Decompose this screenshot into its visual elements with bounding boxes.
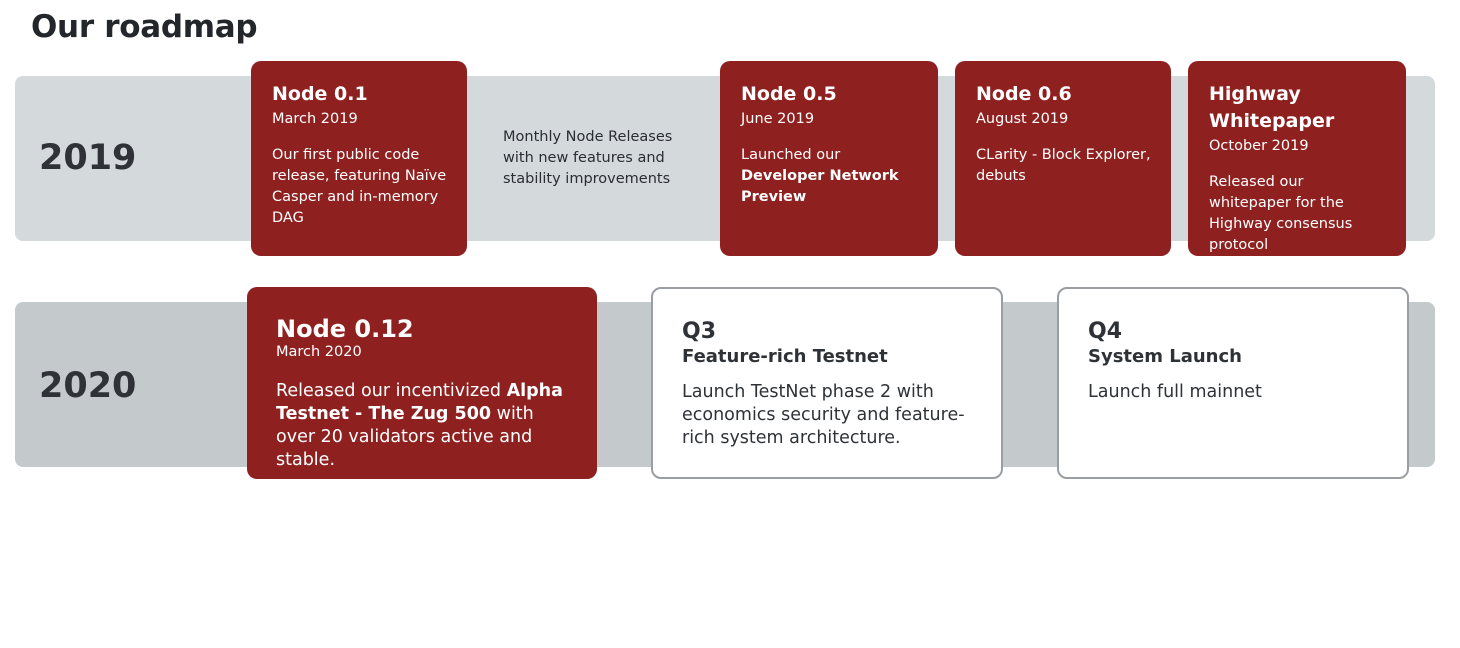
milestone-description-text: Released our incentivized: [276, 381, 507, 401]
milestone-description: Released our incentivized Alpha Testnet …: [276, 380, 577, 472]
year-label-2019: 2019: [39, 138, 137, 178]
milestone-date: August 2019: [976, 111, 1069, 127]
milestone-description: Released our whitepaper for the Highway …: [1209, 174, 1353, 253]
milestone-title: Feature-rich Testnet: [682, 346, 888, 367]
milestone-card-node-0-6: Node 0.6 August 2019 CLarity - Block Exp…: [955, 61, 1171, 256]
milestone-description: Launch TestNet phase 2 with economics se…: [682, 382, 965, 448]
milestone-title: Node 0.1: [272, 83, 368, 105]
milestone-title: Node 0.6: [976, 83, 1072, 105]
year-label-2020: 2020: [39, 366, 137, 406]
milestone-date: March 2020: [276, 344, 362, 360]
milestone-title: Highway Whitepaper: [1209, 83, 1335, 132]
milestone-date: June 2019: [741, 111, 815, 127]
milestone-description: Launch full mainnet: [1088, 382, 1262, 402]
milestone-card-node-0-5: Node 0.5 June 2019 Launched our Develope…: [720, 61, 938, 256]
milestone-title: Node 0.12: [276, 315, 414, 343]
milestone-date: March 2019: [272, 111, 358, 127]
milestone-description-text: with over 20 validators active and stabl…: [276, 404, 534, 470]
milestone-date: October 2019: [1209, 138, 1309, 154]
milestone-card-node-0-12: Node 0.12 March 2020 Released our incent…: [247, 287, 597, 479]
milestone-description: Launched our Developer Network Preview: [741, 145, 920, 208]
milestone-description-highlight: Alpha Testnet - The Zug 500: [276, 381, 563, 424]
page-title: Our roadmap: [31, 9, 258, 45]
milestone-card-q4: Q4 System Launch Launch full mainnet: [1057, 287, 1409, 479]
milestone-card-highway-whitepaper: Highway Whitepaper October 2019 Released…: [1188, 61, 1406, 256]
monthly-releases-note: Monthly Node Releases with new features …: [503, 129, 673, 187]
milestone-title: Node 0.5: [741, 83, 837, 105]
milestone-quarter: Q4: [1088, 319, 1123, 344]
milestone-description: Our first public code release, featuring…: [272, 147, 447, 226]
milestone-description: CLarity - Block Explorer, debuts: [976, 147, 1151, 184]
milestone-description-text: Launched our: [741, 147, 841, 163]
milestone-card-node-0-1: Node 0.1 March 2019 Our first public cod…: [251, 61, 467, 256]
milestone-quarter: Q3: [682, 319, 717, 344]
milestone-title: System Launch: [1088, 346, 1242, 367]
milestone-card-q3: Q3 Feature-rich Testnet Launch TestNet p…: [651, 287, 1003, 479]
milestone-description-highlight: Developer Network Preview: [741, 168, 899, 205]
